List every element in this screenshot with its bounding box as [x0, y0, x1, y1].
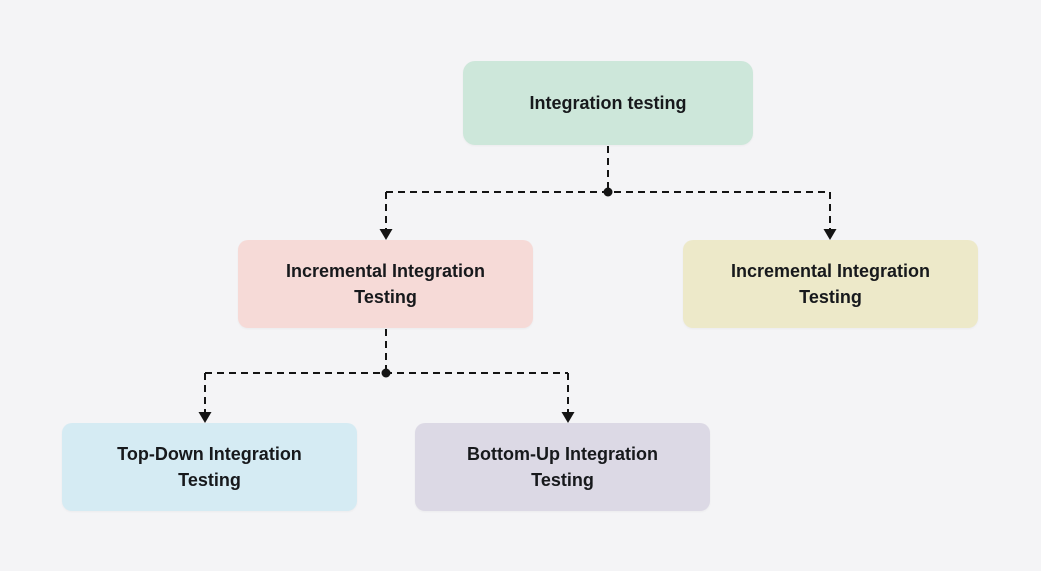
node-label: Integration testing — [529, 92, 687, 113]
node-label: Incremental Integration Testing — [285, 260, 486, 307]
arrowhead-bottom-up — [561, 412, 575, 423]
node-bottom-up-integration-testing: Bottom-Up Integration Testing — [415, 423, 710, 511]
arrowhead-incremental-right — [823, 229, 837, 240]
node-label: Incremental Integration Testing — [730, 260, 931, 307]
node-integration-testing: Integration testing — [463, 61, 753, 145]
node-label: Bottom-Up Integration Testing — [467, 443, 658, 490]
node-top-down-integration-testing: Top-Down Integration Testing — [62, 423, 357, 511]
junction-dot-level1 — [603, 187, 613, 197]
node-label: Top-Down Integration Testing — [117, 443, 302, 490]
arrowhead-top-down — [198, 412, 212, 423]
junction-dot-level2 — [381, 368, 391, 378]
node-incremental-integration-testing-left: Incremental Integration Testing — [238, 240, 533, 328]
arrowhead-incremental-left — [379, 229, 393, 240]
node-incremental-integration-testing-right: Incremental Integration Testing — [683, 240, 978, 328]
